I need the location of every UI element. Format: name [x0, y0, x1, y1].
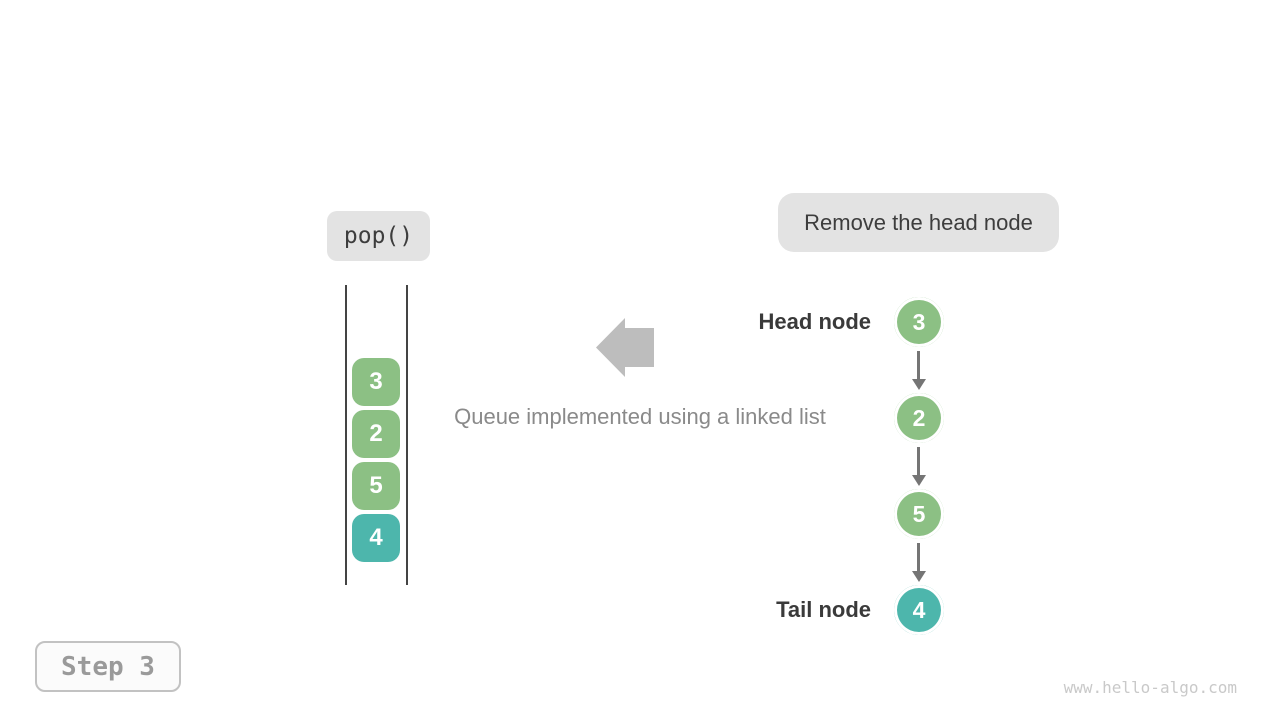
linked-list-node: 3: [891, 294, 947, 350]
pop-operation-label: pop(): [327, 211, 430, 261]
queue-item: 5: [352, 462, 400, 510]
queue-rail-left: [345, 285, 347, 585]
queue-rail-right: [406, 285, 408, 585]
linked-list-node: 4: [891, 582, 947, 638]
linked-list-node: 5: [891, 486, 947, 542]
step-badge: Step 3: [35, 641, 181, 692]
watermark: www.hello-algo.com: [1063, 678, 1237, 697]
queue-item: 2: [352, 410, 400, 458]
down-arrow-icon: [917, 351, 920, 379]
diagram-caption: Queue implemented using a linked list: [454, 404, 826, 429]
down-arrowhead-icon: [912, 571, 926, 582]
down-arrow-icon: [917, 447, 920, 475]
down-arrow-icon: [917, 543, 920, 571]
down-arrowhead-icon: [912, 379, 926, 390]
tail-node-label: Tail node: [776, 597, 871, 622]
queue-item: 4: [352, 514, 400, 562]
linked-list-node: 2: [891, 390, 947, 446]
down-arrowhead-icon: [912, 475, 926, 486]
queue-item: 3: [352, 358, 400, 406]
head-node-label: Head node: [758, 309, 871, 334]
remove-head-callout: Remove the head node: [778, 193, 1059, 252]
